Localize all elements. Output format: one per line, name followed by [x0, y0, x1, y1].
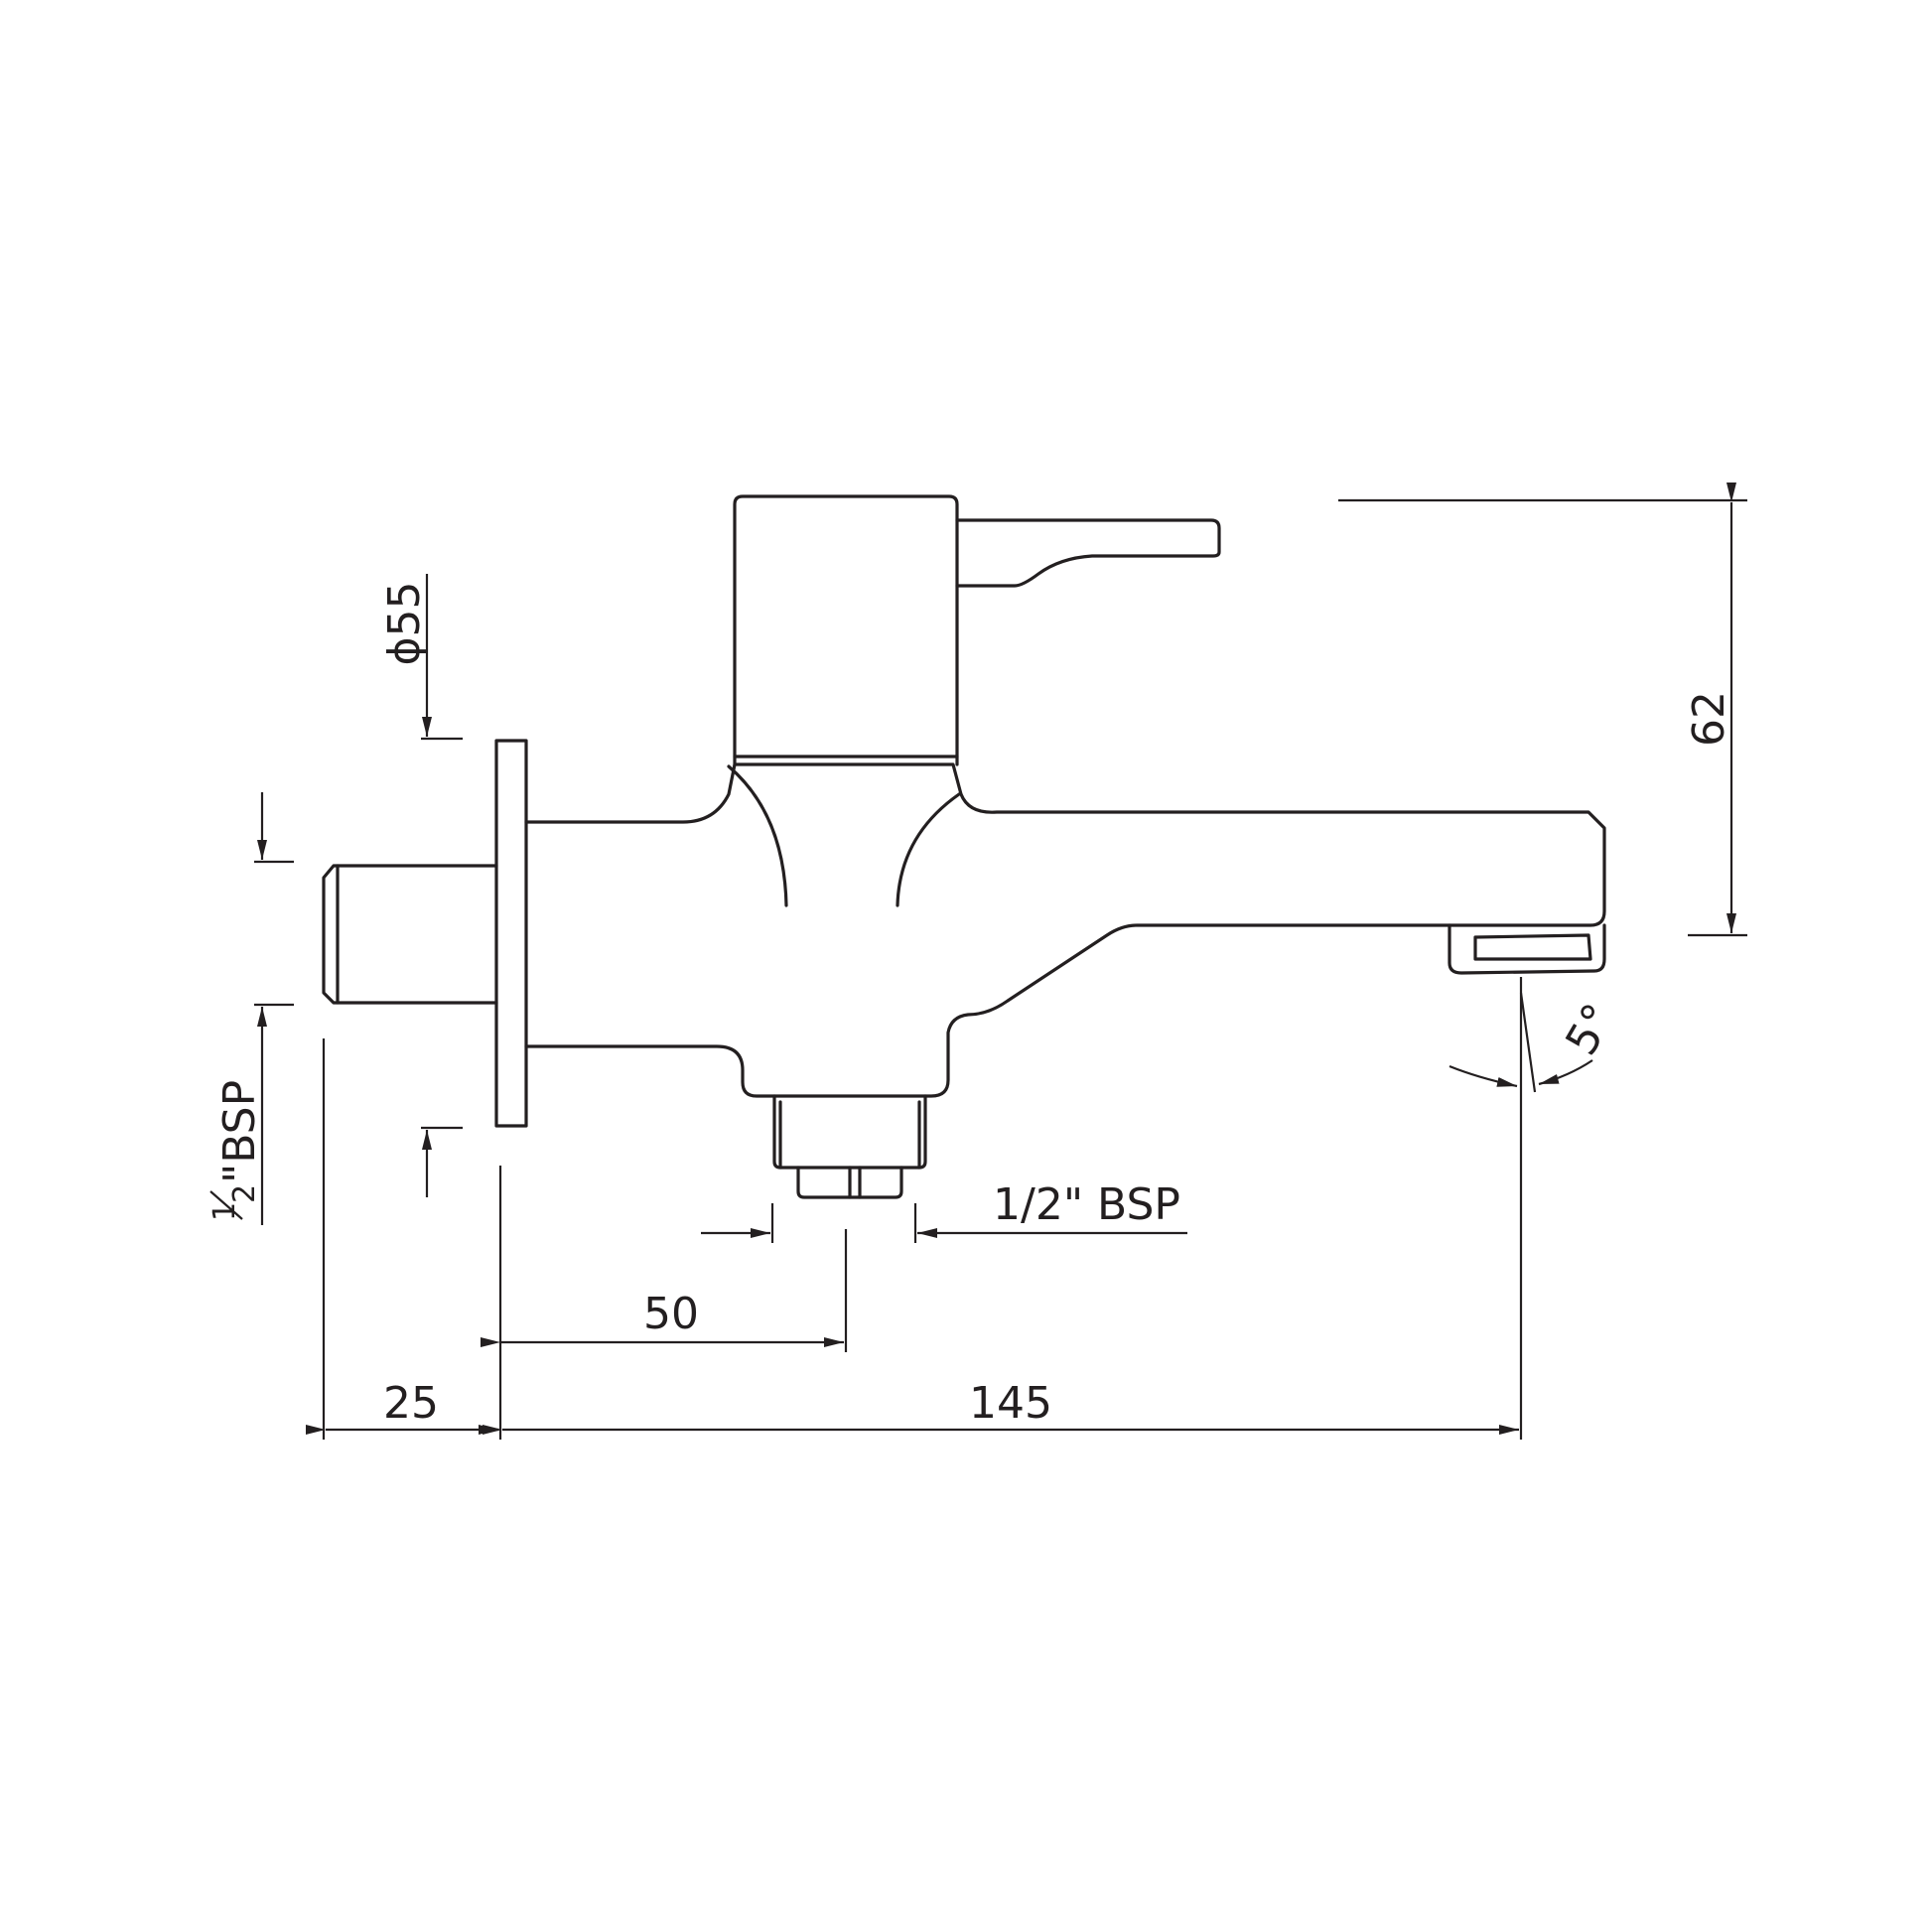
inlet-thread-text: "BSP [214, 1080, 265, 1183]
body-curve-right [896, 792, 961, 907]
overall-length-label: 145 [969, 1378, 1052, 1429]
dimension-spout-angle: 5° [1449, 992, 1625, 1093]
outlet-thread-label: 1/2" BSP [993, 1179, 1180, 1230]
body-curve-left [727, 764, 788, 907]
inlet-pipe [322, 864, 498, 1005]
outlet-offset-label: 50 [643, 1289, 699, 1339]
spout-angle-label: 5° [1556, 996, 1624, 1064]
inlet-thread-label: 1 2 "BSP [207, 1080, 265, 1221]
dimension-flange-diameter: ϕ55 [379, 574, 463, 1197]
inlet-thread-numerator: 1 [207, 1202, 242, 1221]
dimension-height: 62 [1338, 483, 1747, 937]
lever-handle [955, 518, 1221, 588]
outlet-connector [772, 1094, 927, 1199]
height-label: 62 [1684, 691, 1734, 747]
dimension-inlet-thread: 1 2 "BSP [207, 792, 294, 1225]
inlet-thread-denominator: 2 [227, 1184, 262, 1203]
dimension-outlet-offset: 50 [481, 1229, 848, 1352]
faucet-outline [322, 494, 1606, 1199]
spout-aerator [1448, 923, 1606, 975]
wall-flange [494, 739, 528, 1128]
cartridge-cylinder [733, 494, 959, 766]
dimension-outlet-thread: 1/2" BSP [701, 1179, 1187, 1243]
dimension-lengths: 25 145 [306, 977, 1523, 1440]
flange-diameter-label: ϕ55 [379, 581, 430, 665]
faucet-body [524, 762, 1606, 1098]
inlet-depth-label: 25 [383, 1378, 439, 1429]
